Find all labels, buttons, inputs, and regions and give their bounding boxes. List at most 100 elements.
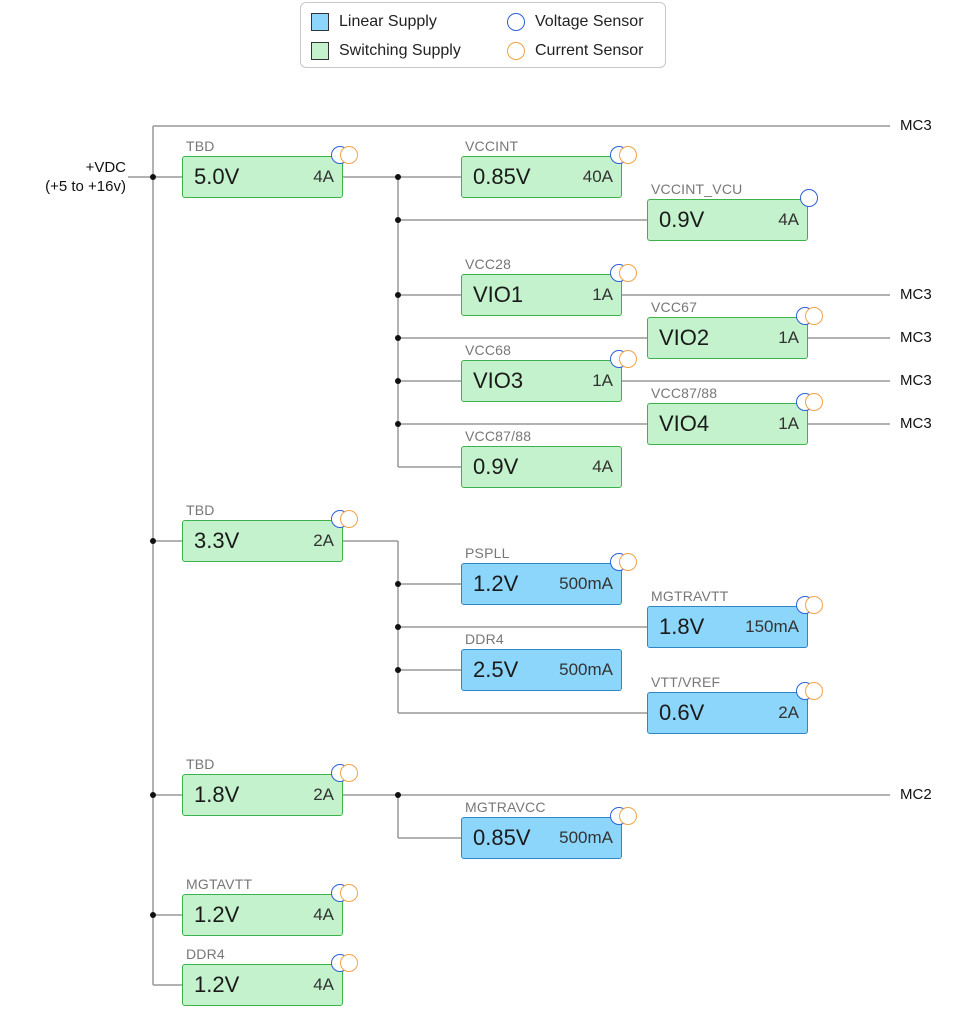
input-vdc: +VDC xyxy=(85,159,126,176)
current-sensor-icon xyxy=(805,682,823,700)
legend-switching: Switching Supply xyxy=(311,40,461,62)
supply-voltage: 0.85V xyxy=(473,164,531,189)
supply-current: 1A xyxy=(592,285,613,304)
supply-current: 500mA xyxy=(559,574,613,593)
output-mc3-vio4: MC3 xyxy=(900,415,932,432)
supply-voltage: 3.3V xyxy=(194,528,240,553)
current-sensor-icon xyxy=(619,807,637,825)
supply-name-ddr4-2v5: DDR4 xyxy=(465,631,504,647)
supply-vccint: 0.85V 40A xyxy=(461,156,622,198)
legend-current-label: Current Sensor xyxy=(535,42,644,59)
supply-current: 1A xyxy=(778,414,799,433)
linear-swatch-icon xyxy=(311,13,329,31)
supply-mgtravcc: 0.85V 500mA xyxy=(461,817,622,859)
current-sensor-icon xyxy=(619,264,637,282)
supply-vtt-vref: 0.6V 2A xyxy=(647,692,808,734)
legend-linear-label: Linear Supply xyxy=(339,13,437,30)
supply-voltage: 1.2V xyxy=(194,972,240,997)
supply-voltage: VIO3 xyxy=(473,368,524,393)
supply-mgtravtt: 1.8V 150mA xyxy=(647,606,808,648)
supply-current: 2A xyxy=(778,703,799,722)
supply-name-vcc87-88-0v9: VCC87/88 xyxy=(465,428,532,444)
supply-voltage: VIO4 xyxy=(659,411,710,436)
supply-voltage: VIO1 xyxy=(473,282,524,307)
output-mc3-vio3: MC3 xyxy=(900,372,932,389)
legend-current: Current Sensor xyxy=(507,40,644,62)
supply-name-vcc87-88-vio4: VCC87/88 xyxy=(651,385,718,401)
supply-ddr4-1v2: 1.2V 4A xyxy=(182,964,343,1006)
supply-vcc68: VIO3 1A xyxy=(461,360,622,402)
supply-current: 4A xyxy=(313,167,334,186)
supply-voltage: 5.0V xyxy=(194,164,240,189)
supply-voltage: 0.6V xyxy=(659,700,705,725)
current-sensor-icon xyxy=(340,884,358,902)
supply-vcc87-88-0v9: 0.9V 4A xyxy=(461,446,622,488)
input-label: +VDC (+5 to +16v) xyxy=(45,158,126,196)
supply-name-vcc67: VCC67 xyxy=(651,299,698,315)
supply-vcc28: VIO1 1A xyxy=(461,274,622,316)
output-mc3-vio2: MC3 xyxy=(900,329,932,346)
current-sensor-icon xyxy=(340,764,358,782)
legend-linear: Linear Supply xyxy=(311,11,437,33)
current-sensor-icon xyxy=(507,42,525,60)
supply-name-mgtravtt: MGTRAVTT xyxy=(651,588,729,604)
supply-current: 1A xyxy=(592,371,613,390)
supply-current: 4A xyxy=(313,905,334,924)
current-sensor-icon xyxy=(619,553,637,571)
supply-voltage: 1.2V xyxy=(194,902,240,927)
supply-name-vccint-vcu: VCCINT_VCU xyxy=(651,181,743,197)
supply-vcc87-88-vio4: VIO4 1A xyxy=(647,403,808,445)
switching-swatch-icon xyxy=(311,42,329,60)
supply-name-ddr4-1v2: DDR4 xyxy=(186,946,225,962)
supply-name-vcc68: VCC68 xyxy=(465,342,512,358)
supply-current: 2A xyxy=(313,785,334,804)
supply-mgtavtt: 1.2V 4A xyxy=(182,894,343,936)
legend-voltage: Voltage Sensor xyxy=(507,11,644,33)
supply-voltage: 0.9V xyxy=(659,207,705,232)
supply-name-mgtavtt: MGTAVTT xyxy=(186,876,253,892)
supply-current: 150mA xyxy=(745,617,799,636)
voltage-sensor-icon xyxy=(800,189,818,207)
current-sensor-icon xyxy=(805,393,823,411)
supply-name-tbd-3v3: TBD xyxy=(186,502,215,518)
supply-vccint-vcu: 0.9V 4A xyxy=(647,199,808,241)
current-sensor-icon xyxy=(340,954,358,972)
supply-ddr4-2v5: 2.5V 500mA xyxy=(461,649,622,691)
voltage-sensor-icon xyxy=(507,13,525,31)
current-sensor-icon xyxy=(619,146,637,164)
supply-voltage: 1.8V xyxy=(659,614,705,639)
supply-voltage: 1.2V xyxy=(473,571,519,596)
supply-voltage: VIO2 xyxy=(659,325,710,350)
legend-voltage-label: Voltage Sensor xyxy=(535,13,644,30)
current-sensor-icon xyxy=(805,307,823,325)
output-mc3-vio1: MC3 xyxy=(900,286,932,303)
supply-current: 40A xyxy=(582,167,613,186)
supply-name-tbd-1v8: TBD xyxy=(186,756,215,772)
supply-1v8: 1.8V 2A xyxy=(182,774,343,816)
supply-voltage: 1.8V xyxy=(194,782,240,807)
supply-voltage: 0.9V xyxy=(473,454,519,479)
supply-voltage: 2.5V xyxy=(473,657,519,682)
supply-3v3: 3.3V 2A xyxy=(182,520,343,562)
supply-name-pspll: PSPLL xyxy=(465,545,510,561)
supply-name-mgtravcc: MGTRAVCC xyxy=(465,799,546,815)
current-sensor-icon xyxy=(805,596,823,614)
supply-current: 500mA xyxy=(559,828,613,847)
supply-voltage: 0.85V xyxy=(473,825,531,850)
supply-vcc67: VIO2 1A xyxy=(647,317,808,359)
supply-name-vccint: VCCINT xyxy=(465,138,519,154)
legend-switching-label: Switching Supply xyxy=(339,42,461,59)
current-sensor-icon xyxy=(340,510,358,528)
supply-5v0: 5.0V 4A xyxy=(182,156,343,198)
supply-current: 4A xyxy=(778,210,799,229)
supply-current: 500mA xyxy=(559,660,613,679)
current-sensor-icon xyxy=(340,146,358,164)
supply-current: 4A xyxy=(313,975,334,994)
input-range: (+5 to +16v) xyxy=(45,178,126,195)
supply-name-vcc28: VCC28 xyxy=(465,256,512,272)
supply-current: 4A xyxy=(592,457,613,476)
current-sensor-icon xyxy=(619,350,637,368)
legend: Linear Supply Switching Supply Voltage S… xyxy=(300,2,666,68)
supply-name-vtt-vref: VTT/VREF xyxy=(651,674,721,690)
